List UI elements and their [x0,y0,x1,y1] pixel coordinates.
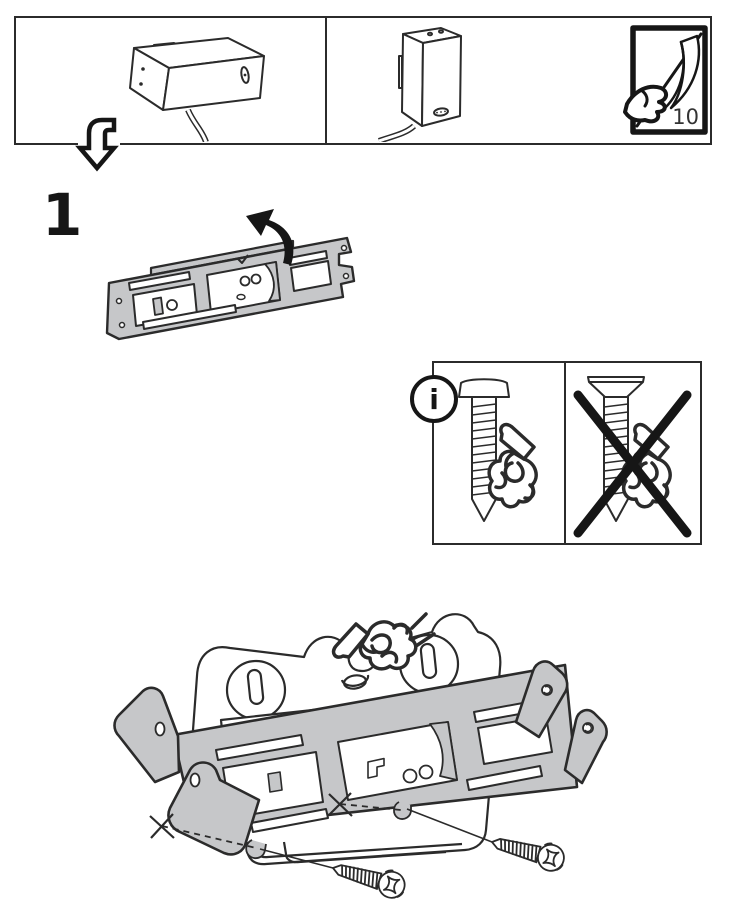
screw-info-box: i [410,361,702,545]
info-panel-correct [434,363,566,543]
x-mark-icon [328,792,353,817]
mounting-bracket-icon [113,660,608,860]
screw-guide-line [406,808,493,843]
parts-cell-right-art: 10 [377,25,708,142]
alignment-dashed-line [161,825,257,849]
info-icon: i [410,375,458,423]
parts-cell-driver-angled [16,18,327,143]
rotate-up-arrow-icon [246,209,294,265]
power-driver-upright-icon [377,27,462,142]
flip-down-arrow-icon [75,117,119,172]
step-number: 1 [42,181,82,249]
correct-screw-art [458,378,538,522]
pointing-hand-icon [331,612,436,671]
alignment-marks [149,792,493,869]
screw-icon [328,853,409,902]
cross-out-icon [573,390,692,538]
power-driver-angled-icon [129,37,265,142]
x-mark-icon [149,813,175,839]
mounting-bracket-icon [105,236,356,341]
page-number: 10 [672,105,699,129]
parts-cell-driver-upright: 10 [327,18,710,143]
mounting-illustration [113,612,608,902]
screw-guide-line [259,848,334,869]
page-flip-icon: 10 [623,25,708,135]
wrong-screw-art [573,376,692,538]
info-symbol: i [429,382,439,416]
parts-overview-box: 10 [14,16,712,145]
info-panel-wrong [566,363,699,543]
screw-icon [487,827,569,875]
step-1-illustration [105,209,356,341]
